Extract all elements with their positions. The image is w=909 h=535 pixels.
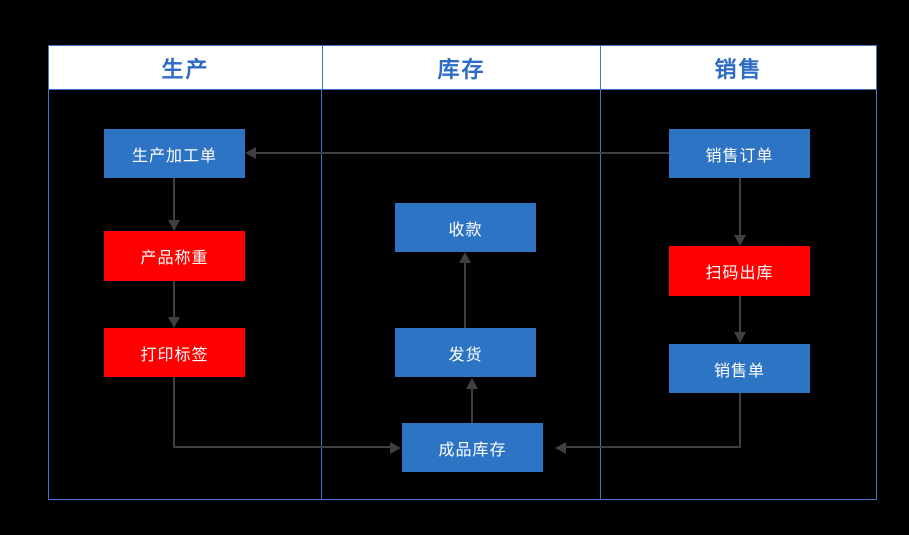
- edge-sales-order-to-scan-outbound-arrowhead: [734, 235, 746, 246]
- edge-sales-receipt-to-finished-goods-vline: [739, 393, 741, 447]
- edge-print-label-to-finished-goods-hline: [173, 446, 391, 448]
- edge-scan-outbound-to-receipt-arrowhead: [734, 332, 746, 343]
- edge-print-label-to-finished-goods-arrowhead: [390, 442, 401, 454]
- edge-weighing-to-print-label-arrowhead: [168, 317, 180, 328]
- column-divider-inventory-sales: [600, 90, 601, 500]
- node-sales-order[interactable]: 销售订单: [669, 129, 810, 178]
- column-divider-production-inventory: [321, 90, 322, 500]
- node-print-label[interactable]: 打印标签: [104, 328, 245, 377]
- edge-shipping-to-payment-arrowhead: [459, 252, 471, 263]
- edge-scan-outbound-to-receipt-line: [739, 296, 741, 333]
- edge-finished-goods-to-shipping-line: [471, 389, 473, 424]
- edge-shipping-to-payment-line: [464, 263, 466, 329]
- swimlane-header-row: 生产 库存 销售: [48, 45, 877, 90]
- edge-finished-goods-to-shipping-arrowhead: [466, 378, 478, 389]
- node-receive-payment[interactable]: 收款: [395, 203, 536, 252]
- edge-print-label-to-finished-goods-vline: [173, 377, 175, 448]
- node-shipping[interactable]: 发货: [395, 328, 536, 377]
- edge-sales-order-to-production-order-line: [256, 152, 670, 154]
- edge-production-order-to-weighing-line: [173, 178, 175, 221]
- swimlane-header-production: 生产: [161, 57, 210, 83]
- edge-sales-receipt-to-finished-goods-arrowhead: [555, 442, 566, 454]
- swimlane-header-sales: 销售: [714, 57, 763, 83]
- swimlane-header-inventory: 库存: [322, 46, 601, 89]
- edge-sales-receipt-to-finished-goods-hline: [566, 446, 741, 448]
- node-finished-goods[interactable]: 成品库存: [402, 423, 543, 472]
- node-sales-receipt[interactable]: 销售单: [669, 344, 810, 393]
- node-production-order[interactable]: 生产加工单: [104, 129, 245, 178]
- node-product-weighing[interactable]: 产品称重: [104, 231, 245, 281]
- edge-sales-order-to-production-order-arrowhead: [245, 147, 256, 159]
- edge-weighing-to-print-label-line: [173, 281, 175, 318]
- edge-sales-order-to-scan-outbound-line: [739, 178, 741, 236]
- edge-production-order-to-weighing-arrowhead: [168, 220, 180, 231]
- node-scan-outbound[interactable]: 扫码出库: [669, 246, 810, 296]
